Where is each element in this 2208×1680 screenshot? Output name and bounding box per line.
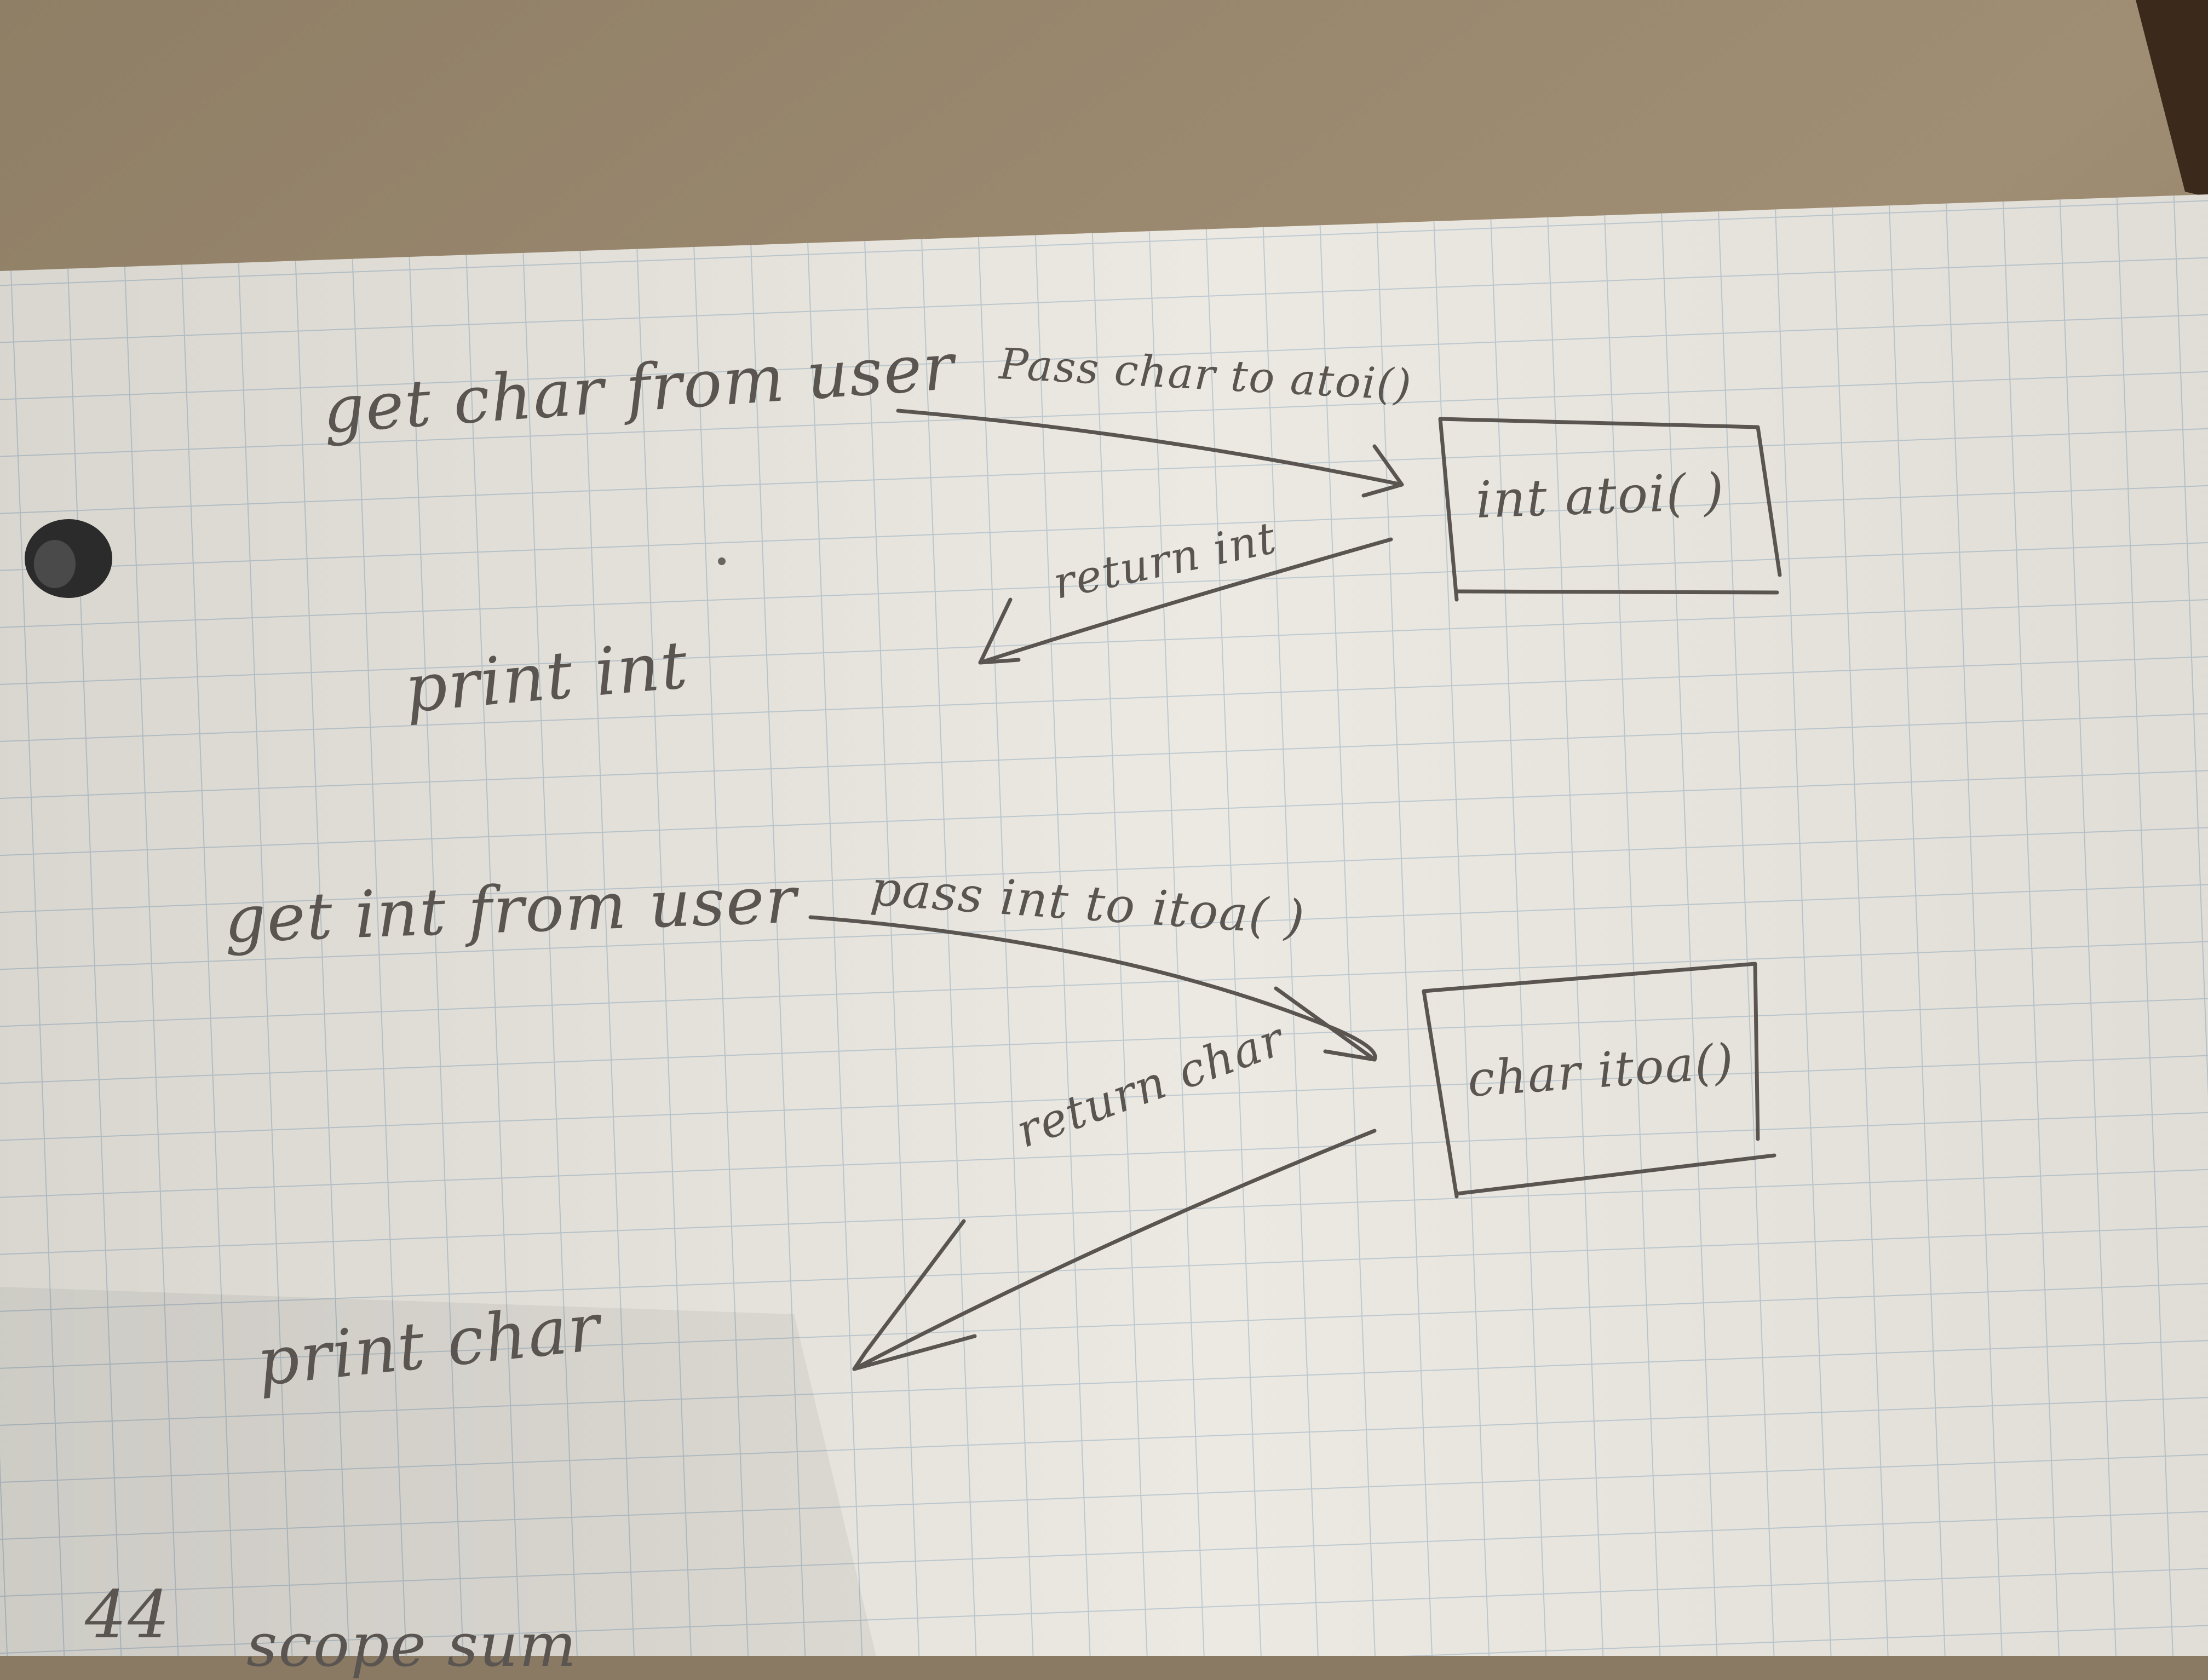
return-int-arrowhead	[978, 597, 1021, 665]
atoi-box	[1438, 417, 1782, 602]
table-edge	[2136, 0, 2208, 197]
diagram-strokes	[808, 409, 1782, 1371]
return-char-arrowhead	[852, 1219, 977, 1371]
pass-int-arrow	[808, 915, 1377, 1062]
paper-sheet	[0, 194, 2208, 1656]
itoa-box	[1422, 962, 1776, 1199]
return-int-arrow	[978, 537, 1393, 665]
return-char-arrow	[852, 1129, 1377, 1371]
pass-char-arrow	[896, 409, 1404, 487]
label-atoi-box: int atoi( )	[1475, 462, 1726, 530]
pass-char-arrowhead	[1361, 444, 1404, 498]
pass-int-arrowhead	[1274, 986, 1377, 1062]
page-number: 44	[85, 1577, 171, 1653]
footer-partial-text: scope sum	[246, 1610, 578, 1680]
